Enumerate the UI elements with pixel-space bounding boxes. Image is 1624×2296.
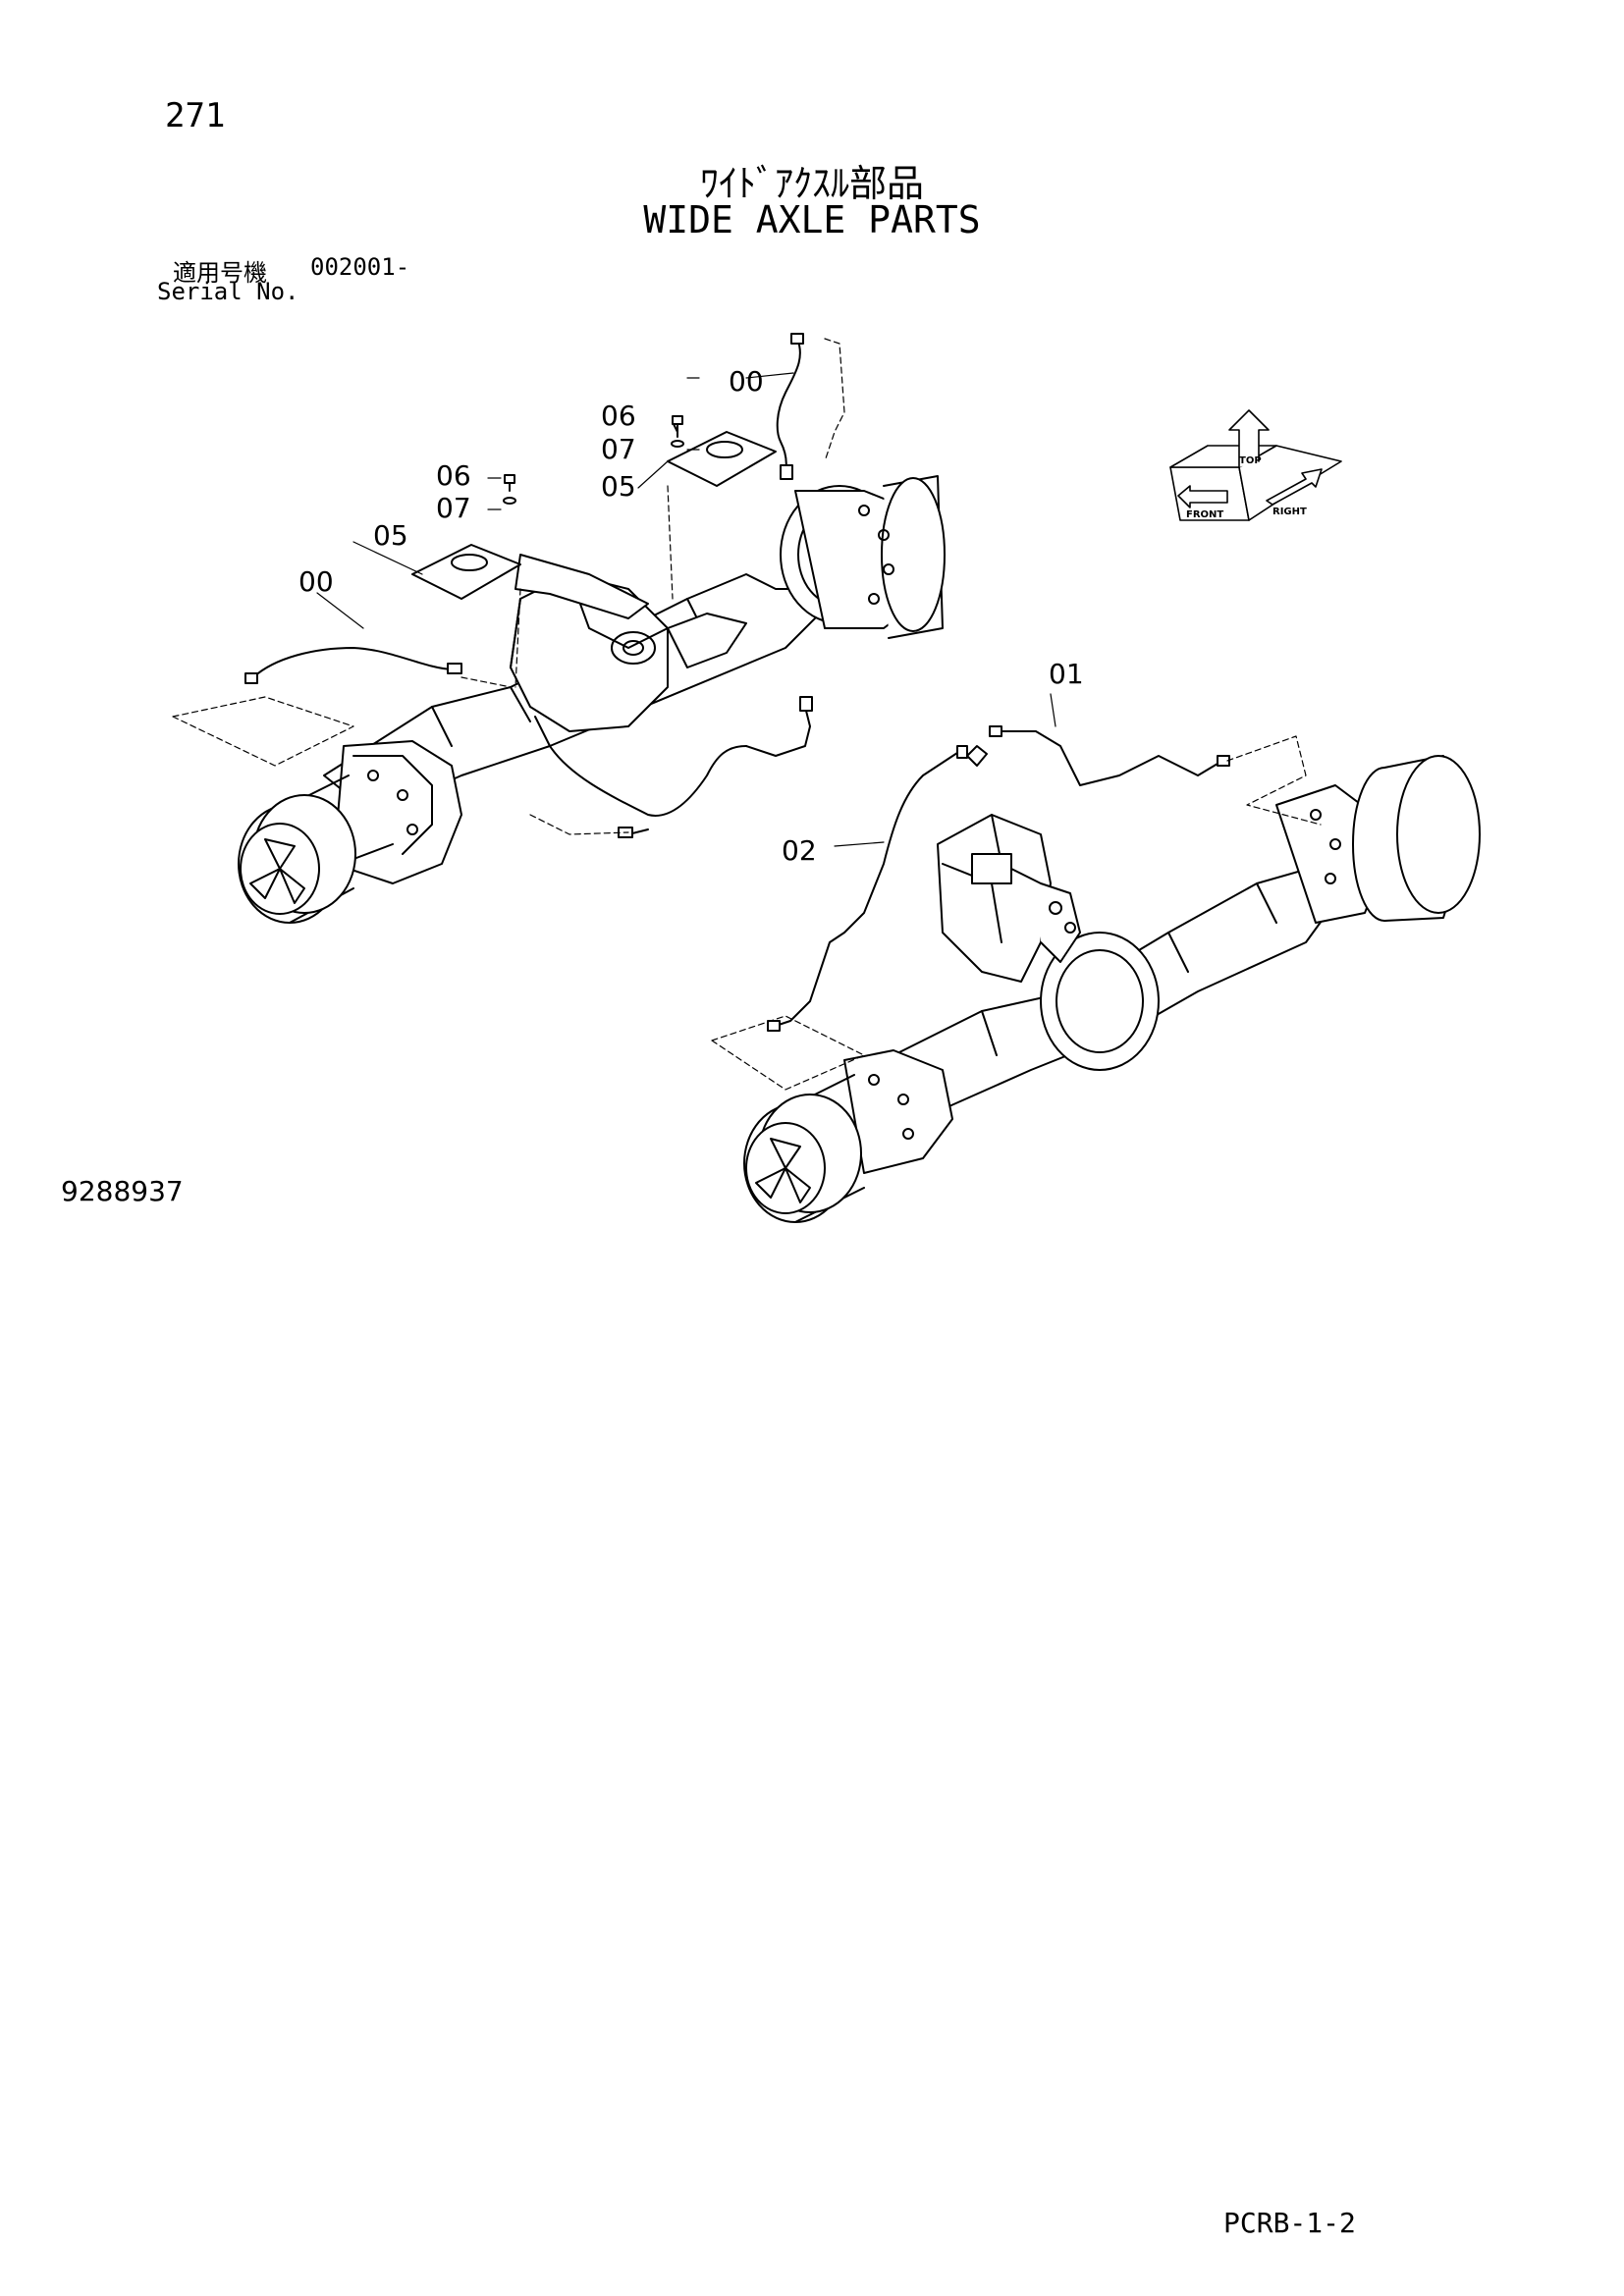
serial-number-value: 002001- [310,253,410,281]
page-number: 271 [165,96,226,135]
serial-label-japanese: 適用号機 [173,259,267,287]
axle-parts-diagram: TOP FRONT RIGHT 00 06 07 05 06 07 05 00 … [172,333,1481,1223]
callout-bolt-upper: 06 [601,400,636,432]
orientation-indicator: TOP FRONT RIGHT [1169,409,1342,521]
orientation-front-label: FRONT [1186,509,1223,520]
orientation-right-label: RIGHT [1272,507,1307,517]
callout-washer-upper: 07 [601,433,636,465]
serial-label-english: Serial No. [157,278,299,305]
callout-washer-left: 07 [436,492,471,524]
page-title-english: WIDE AXLE PARTS [643,198,981,241]
lower-axle-assembly [711,693,1481,1223]
callout-pipe-right: 01 [1049,658,1084,690]
drawing-number: 9288937 [61,1175,184,1207]
callout-pipe-lower: 02 [782,834,817,867]
callout-hose-left: 00 [298,565,334,598]
callout-cover-left: 05 [373,519,408,552]
callout-cover-upper: 05 [601,470,636,503]
page-code: PCRB-1-2 [1223,2207,1356,2239]
page-title-japanese: ﾜｲﾄﾞｱｸｽﾙ部品 [699,162,924,205]
callout-bolt-left: 06 [436,459,471,492]
upper-axle-assembly [172,333,946,924]
callout-hose-upper: 00 [729,365,764,398]
orientation-top-label: TOP [1239,455,1262,466]
